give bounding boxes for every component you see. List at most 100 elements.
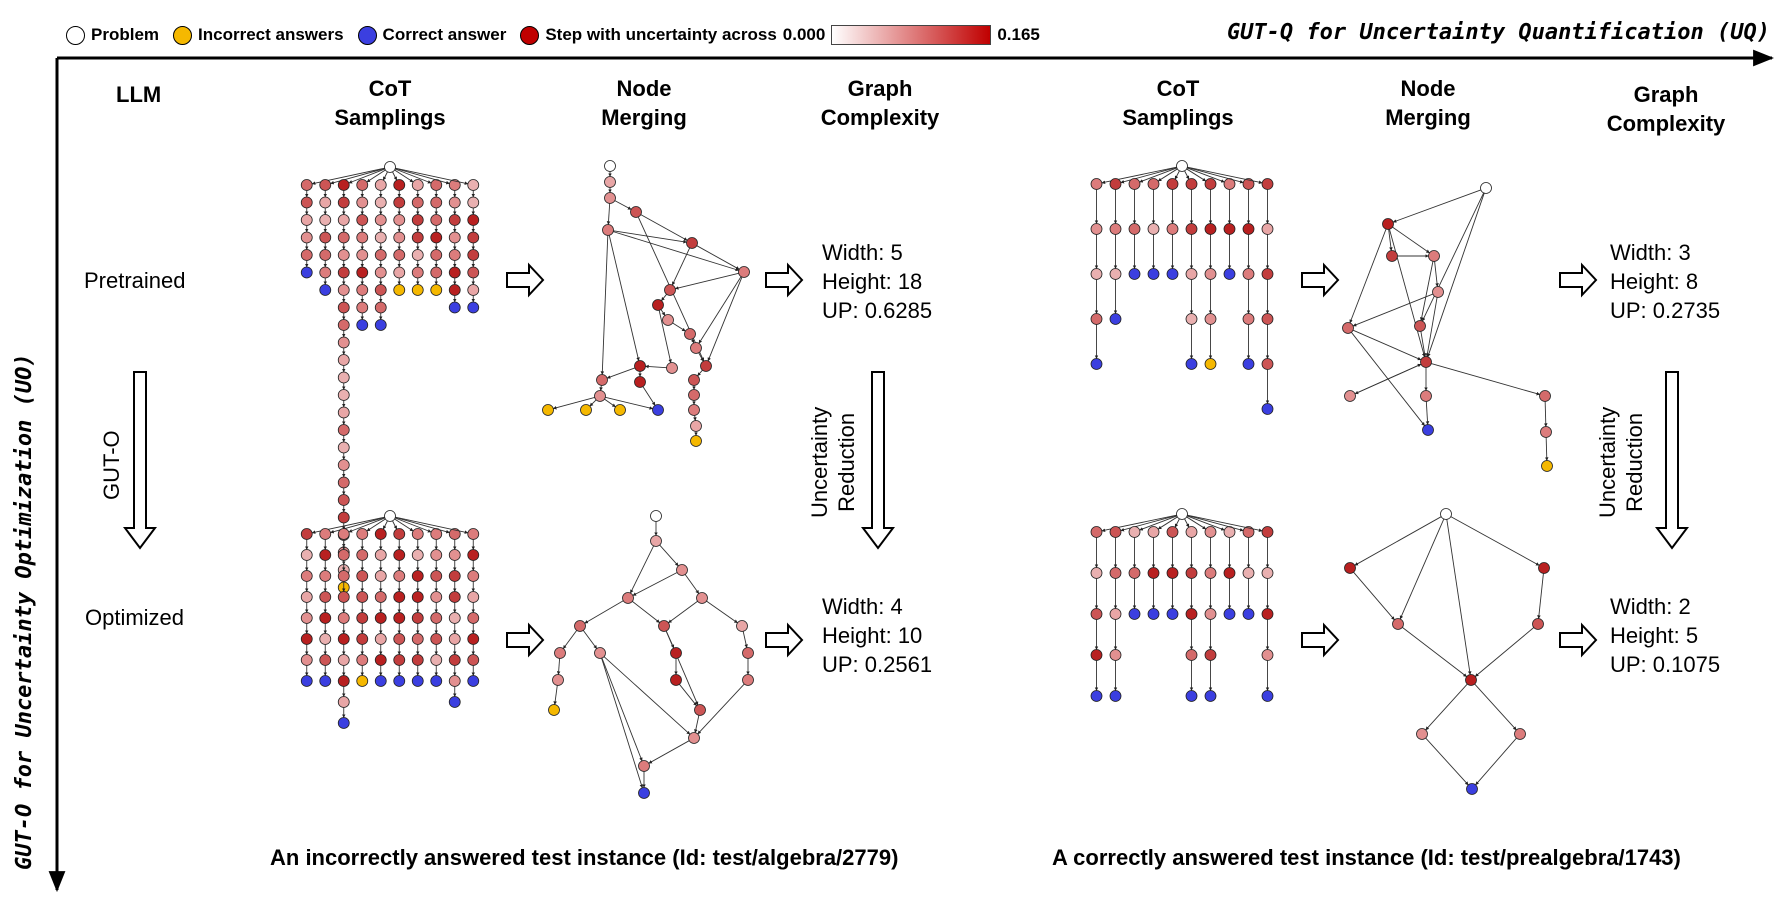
graph-node — [319, 214, 332, 226]
graph-node — [356, 654, 369, 666]
graph-node — [1242, 567, 1255, 579]
graph-node — [1166, 268, 1179, 280]
graph-node — [1386, 250, 1398, 262]
graph-node — [374, 301, 387, 314]
graph-node — [356, 301, 369, 314]
graph-node — [467, 549, 480, 561]
graph-edge — [648, 740, 690, 764]
graph-node — [374, 196, 387, 209]
llm-header: LLM — [116, 82, 162, 107]
graph-node — [337, 319, 350, 331]
graph-edge — [1427, 193, 1485, 358]
graph-node — [1147, 608, 1160, 620]
graph-node — [602, 224, 614, 236]
graph-node — [430, 591, 443, 603]
graph-node — [374, 549, 387, 561]
graph-node — [448, 231, 461, 244]
graph-node — [552, 674, 564, 686]
graph-node — [614, 404, 626, 416]
graph-edge — [707, 276, 743, 362]
graph-node — [652, 299, 664, 311]
graph-edge — [599, 385, 603, 391]
graph-node — [411, 633, 424, 645]
graph-node — [430, 549, 443, 561]
graph-node — [1090, 608, 1103, 620]
graph-node — [356, 675, 369, 687]
graph-edge — [1354, 516, 1442, 566]
graph-node — [1128, 178, 1141, 190]
graph-node — [1342, 322, 1354, 334]
graph-node — [393, 591, 406, 603]
graph-node — [393, 284, 406, 296]
graph-node — [1540, 426, 1552, 438]
graph-edge — [694, 715, 700, 733]
graph-node — [448, 301, 461, 314]
graph-edge — [606, 203, 611, 225]
graph-node — [1090, 178, 1103, 190]
graph-node — [688, 374, 700, 386]
graph-edge — [672, 322, 686, 332]
graph-node — [574, 620, 586, 632]
graph-edge — [1475, 737, 1517, 786]
graph-node — [337, 549, 350, 561]
graph-node — [1416, 728, 1428, 740]
graph-node — [1392, 618, 1404, 630]
graph-node — [604, 160, 616, 172]
down-arrow-reduction-left — [861, 371, 895, 550]
graph-node — [337, 528, 350, 540]
graph-node — [356, 319, 369, 331]
graph-node — [1090, 567, 1103, 579]
graph-node — [1223, 567, 1236, 579]
graph-node — [319, 675, 332, 687]
graph-node — [337, 591, 350, 603]
graph-node — [542, 404, 554, 416]
graph-node — [622, 592, 634, 604]
graph-edge — [562, 630, 578, 649]
graph-edge — [1425, 401, 1430, 425]
legend-step: Step with uncertainty across 0.000 0.165 — [520, 25, 1040, 45]
graph-edge — [1349, 228, 1387, 324]
graph-node — [337, 249, 350, 261]
graph-node — [1223, 608, 1236, 620]
graph-node — [1128, 567, 1141, 579]
graph-node — [356, 570, 369, 582]
graph-node — [1109, 313, 1122, 325]
graph-node — [448, 249, 461, 261]
graph-node — [690, 420, 702, 432]
graph-edge — [394, 169, 414, 183]
graph-edge — [1392, 189, 1481, 223]
graph-node — [411, 591, 424, 603]
graph-node — [384, 510, 396, 522]
graph-node — [1432, 286, 1444, 298]
graph-edge — [1174, 170, 1180, 180]
graph-node — [384, 161, 396, 173]
graph-node — [1538, 562, 1550, 574]
graph-node — [300, 528, 313, 540]
graph-node — [1204, 567, 1217, 579]
graph-node — [319, 549, 332, 561]
graph-node — [1242, 526, 1255, 538]
graph-edge — [665, 630, 699, 706]
graph-node — [374, 633, 387, 645]
graph-node — [1242, 608, 1255, 620]
graph-edge — [556, 658, 561, 675]
graph-edge — [1434, 261, 1439, 287]
graph-edge — [1184, 170, 1190, 180]
graph-edge — [553, 685, 558, 705]
graph-node — [1166, 526, 1179, 538]
graph-node — [337, 284, 350, 296]
graph-node — [448, 570, 461, 582]
graph-node — [300, 654, 313, 666]
graph-node — [393, 266, 406, 279]
graph-node — [1128, 526, 1141, 538]
graph-node — [1261, 313, 1274, 325]
graph-node — [430, 570, 443, 582]
graph-node — [1344, 390, 1356, 402]
graph-node — [430, 633, 443, 645]
graph-edge — [659, 544, 679, 567]
graph-node — [430, 214, 443, 226]
